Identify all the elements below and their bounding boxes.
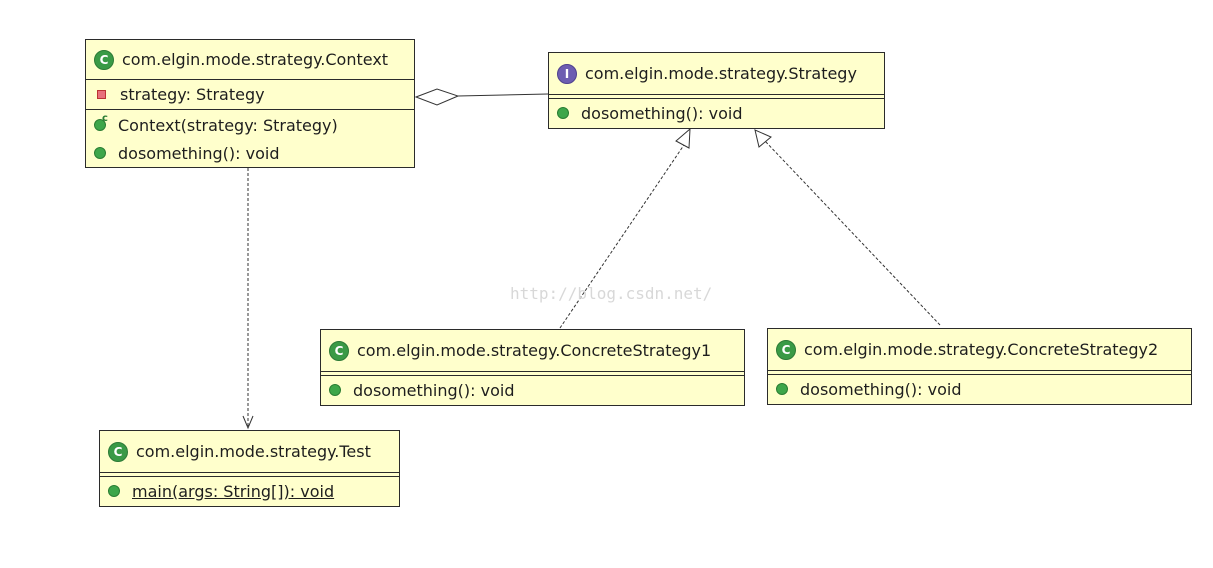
method-label: dosomething(): void <box>800 379 962 399</box>
class-context-name: com.elgin.mode.strategy.Context <box>122 50 389 69</box>
realization-line-1 <box>559 141 687 329</box>
class-test-attributes <box>100 473 399 477</box>
class-concrete-strategy-1-name: com.elgin.mode.strategy.ConcreteStrategy… <box>357 341 712 360</box>
class-test-name: com.elgin.mode.strategy.Test <box>136 442 371 461</box>
dependency-arrowhead <box>242 415 254 430</box>
attribute-row: strategy: Strategy <box>86 80 414 108</box>
method-row: dosomething(): void <box>86 139 414 167</box>
method-row: dosomething(): void <box>768 375 1191 403</box>
class-context-operations: c Context(strategy: Strategy) dosomethin… <box>86 110 414 167</box>
interface-strategy[interactable]: I com.elgin.mode.strategy.Strategy dosom… <box>548 52 885 129</box>
method-label: dosomething(): void <box>581 103 743 123</box>
class-context-header: C com.elgin.mode.strategy.Context <box>86 40 414 80</box>
interface-strategy-attributes <box>549 95 884 99</box>
realization-arrowhead-2 <box>754 129 772 148</box>
constructor-row: c Context(strategy: Strategy) <box>86 111 414 139</box>
method-row: dosomething(): void <box>321 376 744 404</box>
aggregation-diamond <box>414 88 460 106</box>
interface-icon: I <box>557 63 577 84</box>
class-icon: C <box>108 441 128 462</box>
public-method-icon <box>329 384 341 396</box>
static-method-label: main(args: String[]): void <box>132 481 335 501</box>
class-concrete-strategy-2[interactable]: C com.elgin.mode.strategy.ConcreteStrate… <box>767 328 1192 405</box>
class-context-attributes: strategy: Strategy <box>86 80 414 110</box>
public-method-icon <box>776 383 788 395</box>
attribute-label: strategy: Strategy <box>120 84 265 104</box>
interface-strategy-name: com.elgin.mode.strategy.Strategy <box>585 64 857 83</box>
interface-strategy-operations: dosomething(): void <box>549 99 884 127</box>
aggregation-line <box>457 93 549 97</box>
class-test[interactable]: C com.elgin.mode.strategy.Test main(args… <box>99 430 400 507</box>
class-concrete-strategy-1[interactable]: C com.elgin.mode.strategy.ConcreteStrate… <box>320 329 745 406</box>
constructor-label: Context(strategy: Strategy) <box>118 115 338 135</box>
method-label: dosomething(): void <box>118 143 280 163</box>
class-concrete-strategy-2-name: com.elgin.mode.strategy.ConcreteStrategy… <box>804 340 1159 359</box>
watermark: http://blog.csdn.net/ <box>510 284 713 303</box>
class-context[interactable]: C com.elgin.mode.strategy.Context strate… <box>85 39 415 168</box>
class-icon: C <box>329 340 349 361</box>
class-concrete-strategy-2-operations: dosomething(): void <box>768 375 1191 403</box>
class-test-operations: main(args: String[]): void <box>100 477 399 505</box>
class-icon: C <box>776 339 796 360</box>
private-field-icon <box>97 89 106 99</box>
method-label: dosomething(): void <box>353 380 515 400</box>
realization-arrowhead-1 <box>675 127 691 149</box>
public-method-icon <box>557 107 569 119</box>
method-row: main(args: String[]): void <box>100 477 399 505</box>
class-icon: C <box>94 49 114 70</box>
class-concrete-strategy-1-header: C com.elgin.mode.strategy.ConcreteStrate… <box>321 330 744 372</box>
public-method-icon <box>94 147 106 159</box>
class-concrete-strategy-2-attributes <box>768 371 1191 375</box>
class-concrete-strategy-1-attributes <box>321 372 744 376</box>
interface-strategy-header: I com.elgin.mode.strategy.Strategy <box>549 53 884 95</box>
public-method-icon <box>108 485 120 497</box>
realization-line-2 <box>764 140 941 326</box>
method-row: dosomething(): void <box>549 99 884 127</box>
class-concrete-strategy-2-header: C com.elgin.mode.strategy.ConcreteStrate… <box>768 329 1191 371</box>
constructor-icon: c <box>94 113 108 131</box>
class-concrete-strategy-1-operations: dosomething(): void <box>321 376 744 404</box>
class-test-header: C com.elgin.mode.strategy.Test <box>100 431 399 473</box>
